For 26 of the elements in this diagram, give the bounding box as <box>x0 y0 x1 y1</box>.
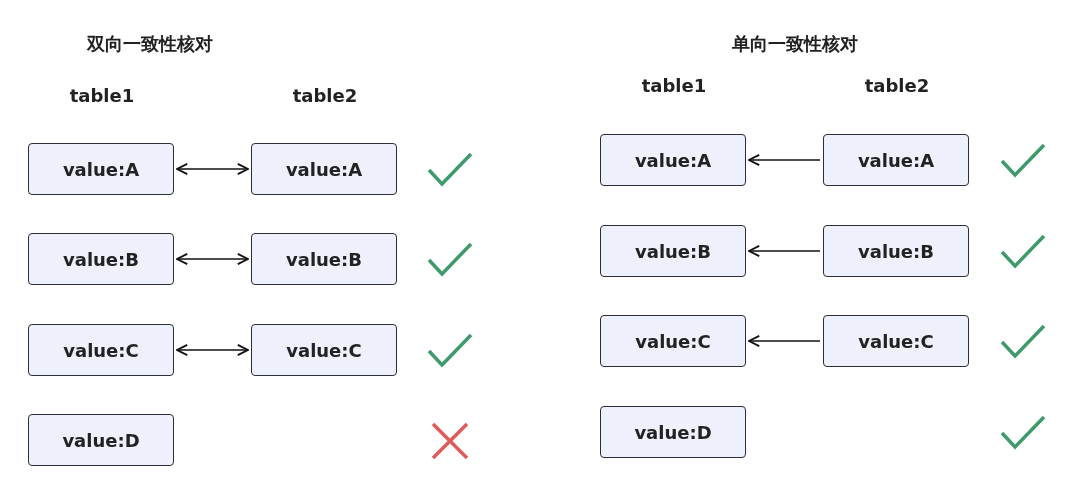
value-box: value:D <box>600 406 746 458</box>
arrow <box>748 335 821 347</box>
value-box: value:A <box>823 134 969 186</box>
column-header: table1 <box>69 85 135 106</box>
value-box: value:A <box>28 143 174 195</box>
arrow <box>176 163 249 175</box>
value-box: value:B <box>823 225 969 277</box>
arrow <box>748 245 821 257</box>
arrow <box>748 154 821 166</box>
column-header: table2 <box>292 85 358 106</box>
value-box: value:C <box>823 315 969 367</box>
value-box: value:B <box>28 233 174 285</box>
arrow <box>176 253 249 265</box>
column-header: table1 <box>641 75 707 96</box>
value-box: value:B <box>600 225 746 277</box>
heading: 单向一致性核对 <box>732 32 858 56</box>
value-box: value:C <box>251 324 397 376</box>
value-box: value:D <box>28 414 174 466</box>
arrow <box>176 344 249 356</box>
value-box: value:C <box>600 315 746 367</box>
column-header: table2 <box>864 75 930 96</box>
value-box: value:A <box>251 143 397 195</box>
value-box: value:C <box>28 324 174 376</box>
heading: 双向一致性核对 <box>87 32 213 56</box>
value-box: value:B <box>251 233 397 285</box>
value-box: value:A <box>600 134 746 186</box>
